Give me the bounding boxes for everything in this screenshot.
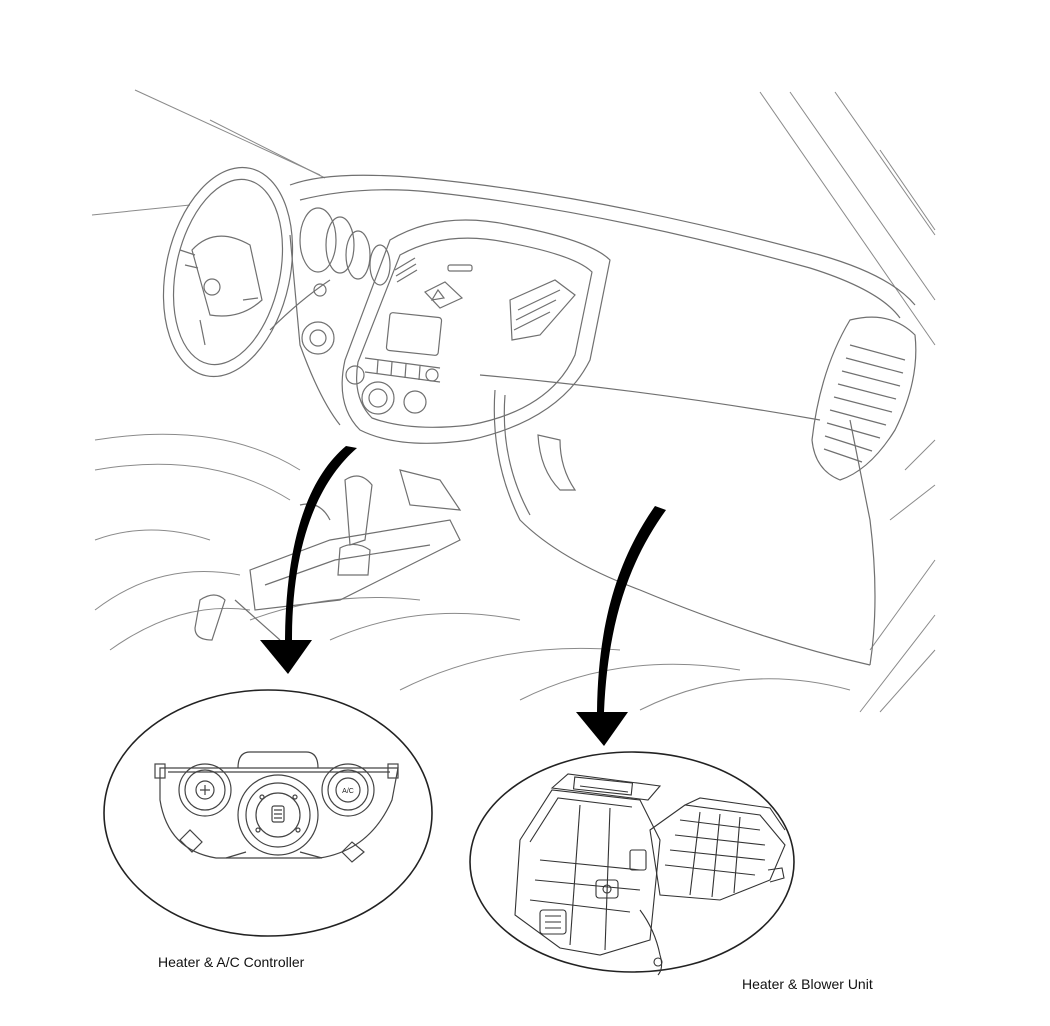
ac-button-label: A/C (342, 788, 354, 795)
center-stack (341, 219, 611, 444)
arrow-to-controller (260, 446, 357, 674)
steering-wheel (162, 166, 294, 378)
heater-blower-unit (514, 773, 786, 976)
controller-detail: A/C (103, 689, 433, 937)
blower-unit-detail (469, 751, 795, 976)
controller-label: Heater & A/C Controller (158, 954, 305, 970)
arrow-to-blower-unit (576, 506, 666, 746)
dashboard (269, 174, 916, 666)
heater-ac-controller-panel (154, 751, 399, 863)
center-console (194, 469, 462, 641)
cabin-outline (91, 89, 936, 713)
right-air-vent (811, 316, 917, 481)
blower-unit-label: Heater & Blower Unit (742, 976, 873, 992)
